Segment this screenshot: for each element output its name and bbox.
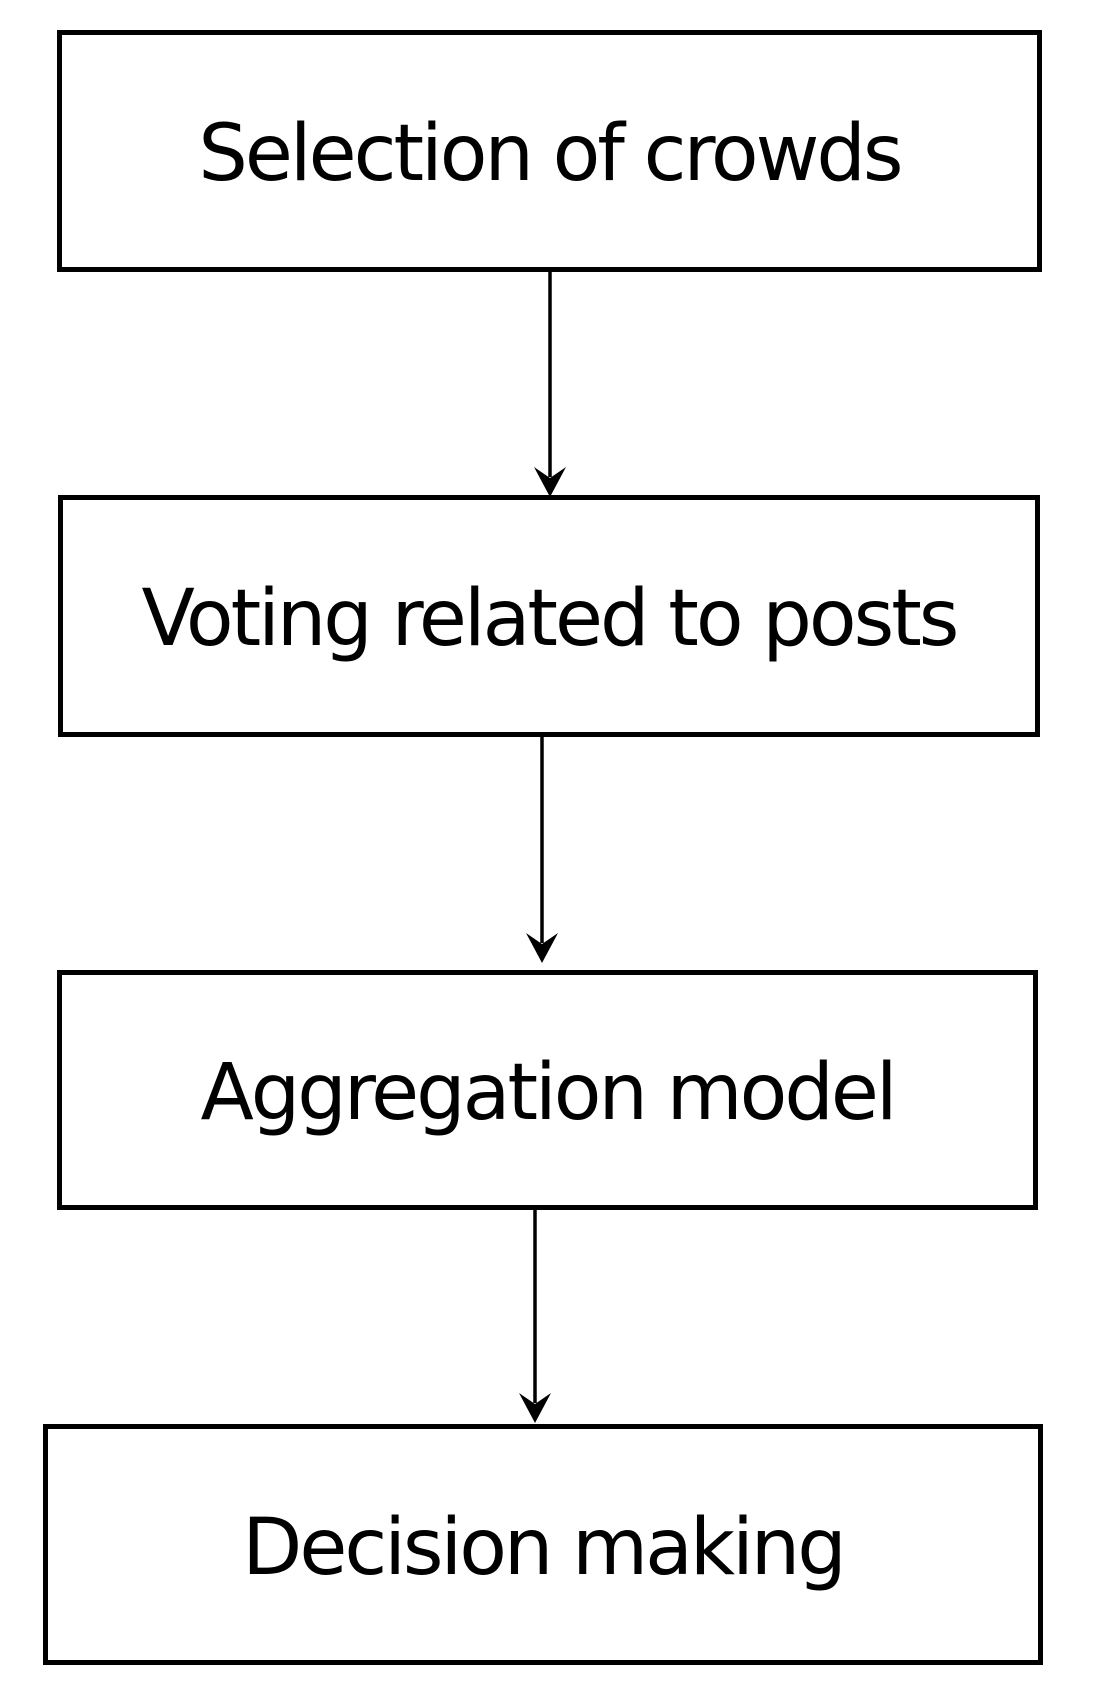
arrow-voting-to-aggregation-icon xyxy=(526,737,558,963)
node-label: Voting related to posts xyxy=(141,574,960,664)
node-decision-making: Decision making xyxy=(43,1424,1043,1665)
arrow-selection-to-voting-icon xyxy=(534,272,566,497)
arrow-aggregation-to-decision-icon xyxy=(519,1210,551,1423)
node-selection-of-crowds: Selection of crowds xyxy=(57,30,1042,272)
node-label: Aggregation model xyxy=(200,1048,897,1138)
node-label: Selection of crowds xyxy=(198,109,903,199)
node-aggregation-model: Aggregation model xyxy=(57,970,1038,1210)
node-label: Decision making xyxy=(242,1502,846,1593)
node-voting-related-to-posts: Voting related to posts xyxy=(58,495,1040,737)
